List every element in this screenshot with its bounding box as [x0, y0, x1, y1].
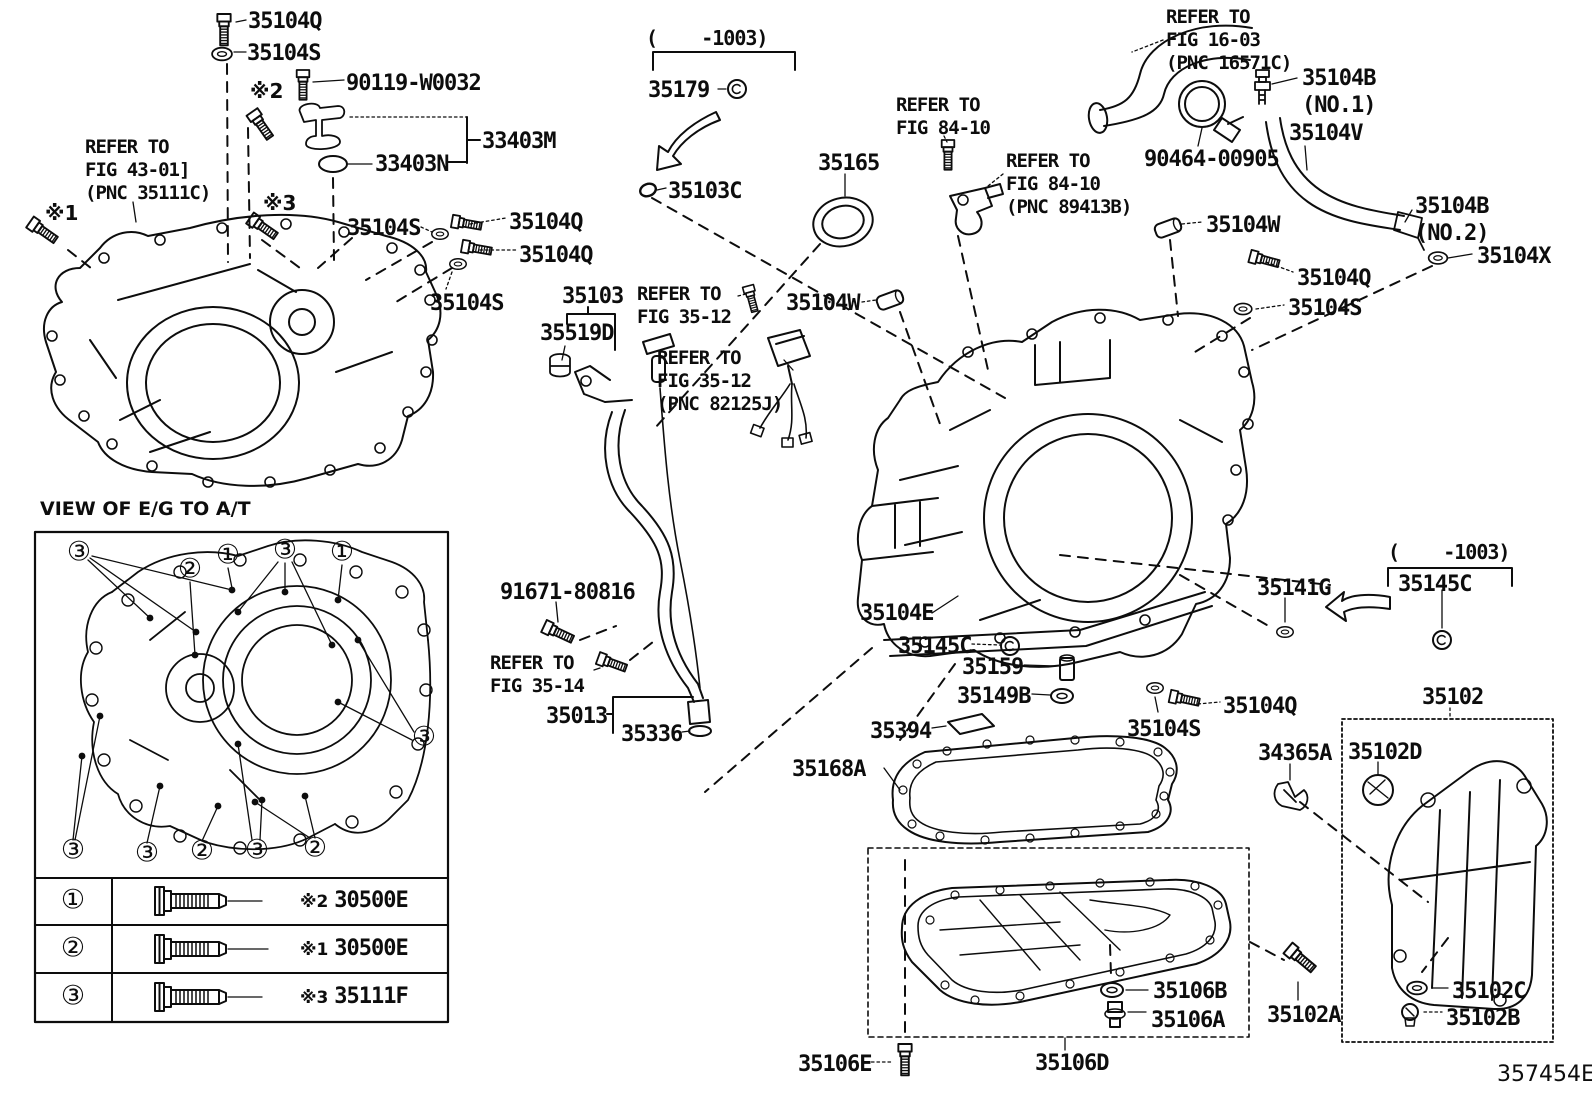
view-marker-0: ③ — [66, 536, 92, 568]
housing-35111c-drawing — [43, 213, 442, 488]
label-34365a: 34365A — [1258, 741, 1332, 766]
label-35103: 35103 — [562, 284, 624, 309]
label-35106a: 35106A — [1151, 1008, 1225, 1033]
label-35104s-tl: 35104S — [347, 216, 421, 241]
label-33403n: 33403N — [375, 152, 449, 177]
legend-num-0: ① — [60, 884, 86, 916]
label-90119-w0032: 90119-W0032 — [346, 71, 482, 96]
dipstick-tube-drawing — [549, 79, 1004, 737]
label-35104s-tl2: 35104S — [430, 291, 504, 316]
label-35104b-no1: 35104B (NO.1) — [1302, 66, 1376, 118]
label-ref-fig-43-01: REFER TO FIG 43-01] (PNC 35111C) — [85, 136, 211, 205]
hose-drawing — [1087, 24, 1449, 265]
view-marker-1: ② — [177, 553, 203, 585]
label-mark-2: ※2 — [250, 79, 284, 103]
label-35519d: 35519D — [540, 321, 614, 346]
legend-partno-0: 30500E — [334, 888, 408, 913]
gasket-drawing — [891, 735, 1178, 845]
label-ref-fig-84-10b: REFER TO FIG 84-10 (PNC 89413B) — [1006, 150, 1132, 219]
legend-mark-1: ※1 — [300, 940, 335, 960]
label-35104x: 35104X — [1477, 244, 1551, 269]
label-35104w-right: 35104W — [1206, 213, 1280, 238]
label-35103c: 35103C — [668, 179, 742, 204]
label-35145c-center: 35145C — [898, 634, 972, 659]
leader-lines — [132, 19, 1473, 1063]
view-marker-5: ③ — [411, 721, 437, 753]
legend-part-0: ※2 30500E — [300, 888, 409, 913]
label-90464-00905: 90464-00905 — [1144, 147, 1280, 172]
label-35104q-tl2: 35104Q — [519, 243, 593, 268]
transmission-case-drawing — [856, 308, 1256, 668]
label-35159: 35159 — [962, 655, 1024, 680]
legend-num-1: ② — [60, 932, 86, 964]
view-marker-9: ③ — [244, 834, 270, 866]
view-box — [33, 530, 450, 1024]
label-33403m: 33403M — [482, 129, 556, 154]
legend-partno-2: 35111F — [334, 984, 408, 1009]
label-35104w-center: 35104W — [786, 291, 860, 316]
label-view-title: VIEW OF E/G TO A/T — [40, 498, 251, 520]
view-marker-2: ① — [215, 539, 241, 571]
label-paren-top: ( -1003) — [646, 26, 768, 50]
label-35102d: 35102D — [1348, 740, 1422, 765]
view-marker-3: ③ — [272, 534, 298, 566]
label-35104b-no2: 35104B (NO.2) — [1415, 194, 1489, 246]
label-35145c-right: 35145C — [1398, 572, 1472, 597]
label-ref-fig-16-03: REFER TO FIG 16-03 (PNC 16571C) — [1166, 6, 1292, 75]
label-ref-fig-35-12a: REFER TO FIG 35-12 — [637, 283, 732, 329]
label-35104q-tl1: 35104Q — [509, 210, 583, 235]
label-35104q-right: 35104Q — [1297, 266, 1371, 291]
legend-mark-0: ※2 — [300, 892, 335, 912]
label-35104e: 35104E — [860, 601, 934, 626]
oil-pan-drawing — [867, 847, 1250, 1038]
legend-mark-2: ※3 — [300, 988, 335, 1008]
label-mark-3: ※3 — [263, 191, 297, 215]
label-35106e: 35106E — [798, 1052, 872, 1077]
label-35104s-top: 35104S — [247, 41, 321, 66]
label-ref-fig-35-12b: REFER TO FIG 35-12 (PNC 82125J) — [657, 347, 783, 416]
label-35106d: 35106D — [1035, 1051, 1109, 1076]
label-35168a: 35168A — [792, 757, 866, 782]
label-35104v: 35104V — [1289, 121, 1363, 146]
dashed-lines — [67, 63, 1449, 1033]
view-marker-6: ③ — [60, 834, 86, 866]
label-figure-code: 357454E — [1497, 1062, 1592, 1087]
brackets-arrows — [446, 51, 1513, 734]
label-35336: 35336 — [621, 722, 683, 747]
label-35106b: 35106B — [1153, 979, 1227, 1004]
label-mark-1: ※1 — [45, 201, 79, 225]
legend-num-2: ③ — [60, 980, 86, 1012]
label-35102: 35102 — [1422, 685, 1484, 710]
label-35104s-bc: 35104S — [1127, 717, 1201, 742]
label-35102c: 35102C — [1452, 979, 1526, 1004]
legend-part-1: ※1 30500E — [300, 936, 409, 961]
label-35102a: 35102A — [1267, 1003, 1341, 1028]
label-35149b: 35149B — [957, 684, 1031, 709]
view-marker-4: ① — [329, 536, 355, 568]
label-ref-fig-84-10a: REFER TO FIG 84-10 — [896, 94, 991, 140]
hardware-icons — [25, 13, 1452, 1077]
label-35165: 35165 — [818, 151, 880, 176]
cover-35102-drawing — [1273, 718, 1554, 1043]
legend-partno-1: 30500E — [334, 936, 408, 961]
label-35102b: 35102B — [1446, 1006, 1520, 1031]
label-91671-80816: 91671-80816 — [500, 580, 636, 605]
view-marker-10: ② — [302, 832, 328, 864]
label-ref-fig-35-14: REFER TO FIG 35-14 — [490, 652, 585, 698]
label-35013: 35013 — [546, 704, 608, 729]
label-35179: 35179 — [648, 78, 710, 103]
label-35104q-top: 35104Q — [248, 9, 322, 34]
label-35141g: 35141G — [1257, 576, 1331, 601]
view-marker-8: ② — [189, 835, 215, 867]
view-marker-7: ③ — [134, 837, 160, 869]
label-35104q-bc: 35104Q — [1223, 694, 1297, 719]
label-paren-right: ( -1003) — [1388, 540, 1510, 564]
legend-part-2: ※3 35111F — [300, 984, 409, 1009]
label-35394: 35394 — [870, 719, 932, 744]
label-35104s-right: 35104S — [1288, 296, 1362, 321]
